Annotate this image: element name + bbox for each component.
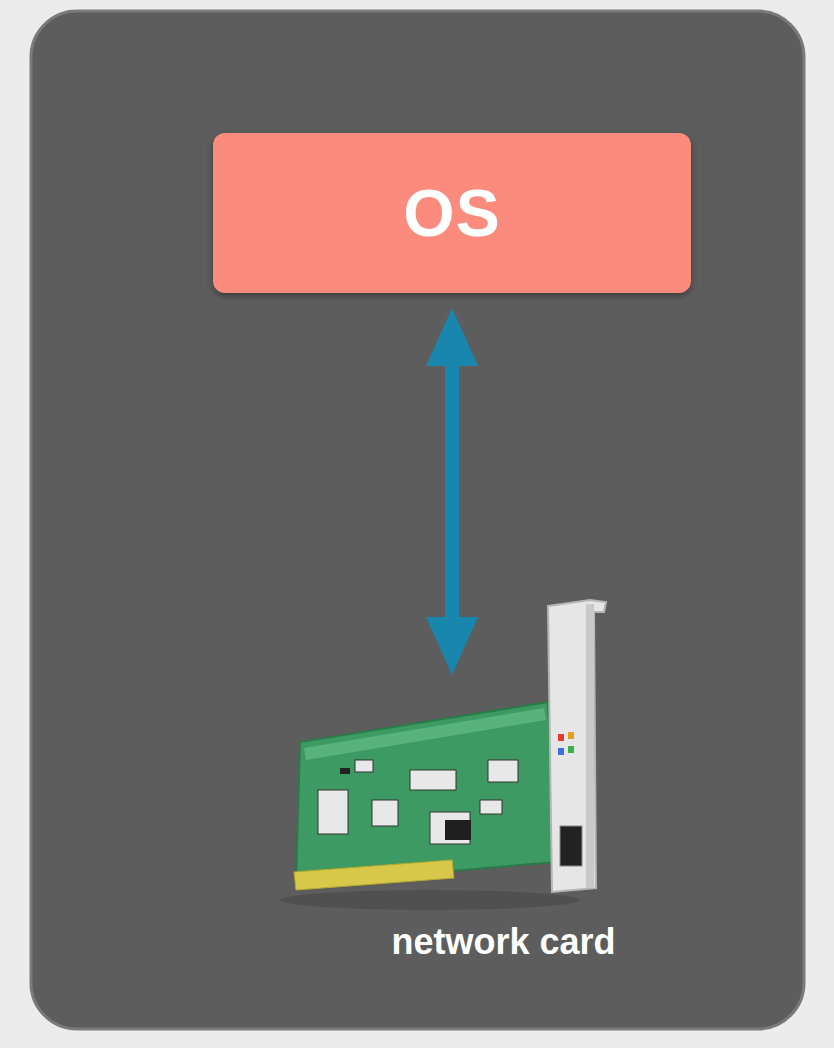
os-box: OS <box>213 133 691 293</box>
network-card-illustration <box>272 590 735 890</box>
os-label: OS <box>403 175 500 251</box>
network-card: network card <box>272 675 735 963</box>
device-label: network card <box>272 921 735 963</box>
double-arrow <box>445 366 459 617</box>
computer-box <box>31 11 804 1029</box>
